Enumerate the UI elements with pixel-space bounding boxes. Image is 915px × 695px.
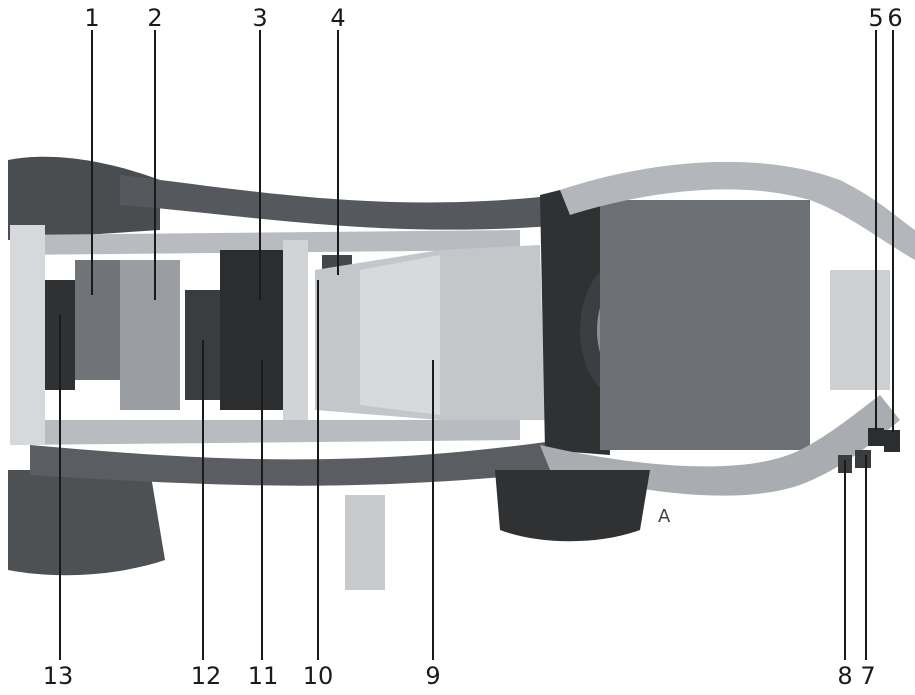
leader-lines [59, 30, 894, 660]
lower-frame-rail [10, 420, 520, 445]
callout-6: 6 [887, 4, 903, 32]
rear-frame-plate [10, 225, 45, 445]
upper-frame-dark [120, 175, 565, 230]
component-block-1 [75, 260, 125, 380]
front-housing [600, 200, 810, 450]
callout-11: 11 [247, 662, 279, 690]
callout-3: 3 [252, 4, 268, 32]
connector-6 [884, 430, 900, 452]
component-block-3-11 [220, 250, 285, 410]
front-frame-bracket [540, 180, 610, 455]
connector-5 [868, 428, 884, 446]
callout-12: 12 [190, 662, 222, 690]
callout-7: 7 [860, 662, 876, 690]
connector-7 [855, 450, 871, 468]
lower-frame-dark [30, 440, 575, 486]
logo-mark: A [658, 506, 671, 527]
callout-13: 13 [42, 662, 74, 690]
callout-1: 1 [84, 4, 100, 32]
rear-body-lower [8, 470, 165, 576]
oil-sump [495, 470, 650, 542]
callout-5: 5 [868, 4, 884, 32]
engine-housing-shade [360, 255, 440, 415]
component-block-2 [120, 260, 180, 410]
callout-4: 4 [330, 4, 346, 32]
callout-9: 9 [425, 662, 441, 690]
callout-2: 2 [147, 4, 163, 32]
mounting-bracket-10 [283, 240, 308, 420]
footpeg [345, 495, 385, 590]
upper-frame-rail [10, 230, 520, 255]
callout-10: 10 [302, 662, 334, 690]
front-housing-light [830, 270, 890, 390]
front-upper-tube [560, 161, 915, 260]
callout-8: 8 [837, 662, 853, 690]
